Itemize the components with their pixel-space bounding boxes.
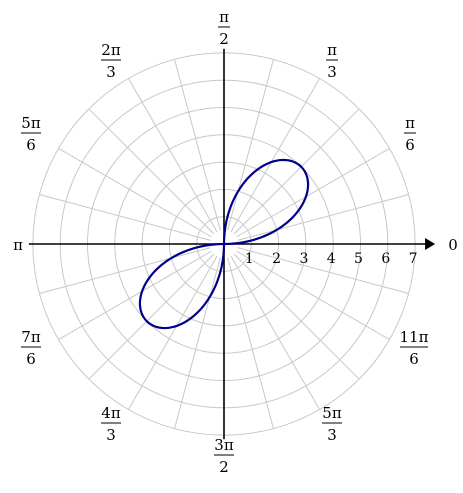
grid-spoke [174, 257, 221, 429]
angle-label-denominator: 6 [409, 350, 419, 368]
angle-label: 0 [448, 236, 458, 254]
grid-spoke [230, 255, 320, 410]
angle-label-denominator: 2 [219, 458, 229, 476]
angle-label: π6 [404, 114, 416, 154]
angle-label-numerator: 3π [214, 436, 234, 454]
grid-spoke [174, 59, 221, 231]
grid-spoke [39, 247, 211, 294]
angle-label-numerator: 2π [101, 41, 121, 59]
grid-spoke [58, 148, 213, 238]
grid-spoke [233, 108, 360, 235]
radial-tick-label: 2 [272, 251, 281, 267]
angle-label-denominator: 3 [327, 63, 337, 81]
grid-spoke [88, 108, 215, 235]
grid-spoke [39, 194, 211, 241]
radial-tick-label: 4 [327, 251, 336, 267]
angle-label-numerator: π [219, 8, 229, 26]
angle-label: π3 [326, 41, 338, 81]
radial-tick-label: 6 [381, 251, 390, 267]
grid-spoke [227, 257, 274, 429]
grid-spoke [58, 250, 213, 340]
radial-tick-label: 3 [299, 251, 308, 267]
angle-label-denominator: 2 [219, 30, 229, 48]
polar-curve [138, 158, 310, 330]
angle-label: 7π6 [21, 328, 41, 368]
grid-spoke [128, 78, 218, 233]
angle-label-numerator: 5π [21, 114, 41, 132]
angle-label: 5π6 [21, 114, 41, 154]
axis-arrowhead [425, 238, 436, 250]
grid-spoke [237, 194, 409, 241]
radial-tick-label: 7 [409, 251, 418, 267]
angle-label: π2 [218, 8, 230, 48]
grid-spoke [233, 253, 360, 380]
angle-label-denominator: 3 [327, 426, 337, 444]
radial-tick-label: 5 [354, 251, 363, 267]
angle-label-numerator: π [405, 114, 415, 132]
angle-label: 2π3 [101, 41, 121, 81]
angle-label-denominator: 6 [26, 350, 36, 368]
angle-label-denominator: 3 [106, 63, 116, 81]
grid-spoke [235, 250, 390, 340]
series-line [138, 158, 310, 330]
angle-label-text: π [13, 236, 23, 254]
angle-label-denominator: 6 [405, 136, 415, 154]
grid-spoke [227, 59, 274, 231]
angle-label-numerator: 5π [322, 404, 342, 422]
grid-spoke [237, 247, 409, 294]
angle-label: 5π3 [322, 404, 342, 444]
grid-spoke [235, 148, 390, 238]
angle-label-denominator: 6 [26, 136, 36, 154]
angle-label: π [13, 236, 23, 254]
angle-label-text: 0 [448, 236, 458, 254]
angle-label-numerator: π [327, 41, 337, 59]
angle-label-numerator: 7π [21, 328, 41, 346]
grid-spoke [230, 78, 320, 233]
angle-label: 3π2 [214, 436, 234, 476]
grid-spoke [88, 253, 215, 380]
radial-tick-label: 1 [245, 251, 254, 267]
angle-label: 4π3 [101, 404, 121, 444]
angle-label-denominator: 3 [106, 426, 116, 444]
angle-label-numerator: 4π [101, 404, 121, 422]
angle-label-numerator: 11π [400, 328, 429, 346]
grid-spoke [128, 255, 218, 410]
